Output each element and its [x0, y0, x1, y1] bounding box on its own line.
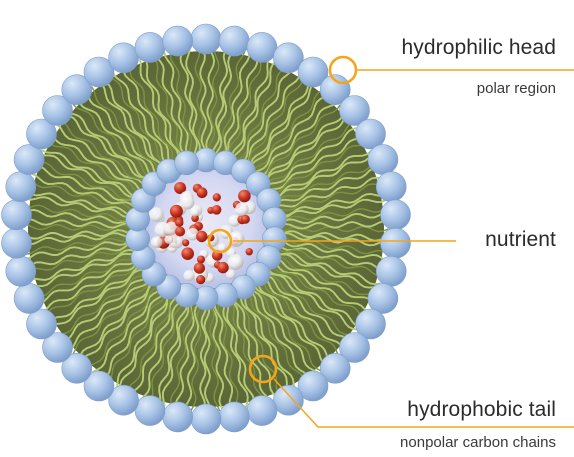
head-sphere [14, 283, 44, 313]
polar-region-label: polar region [477, 80, 556, 97]
bubble-particle [151, 237, 162, 248]
nonpolar-chains-label: nonpolar carbon chains [400, 434, 556, 451]
head-sphere [376, 256, 406, 286]
nutrient-particle [217, 262, 228, 273]
nutrient-particle [196, 275, 205, 284]
head-sphere [2, 200, 32, 230]
head-sphere [219, 26, 249, 56]
head-sphere [247, 32, 277, 62]
bubble-particle [235, 203, 249, 217]
head-sphere [6, 172, 36, 202]
head-sphere [368, 145, 398, 175]
bubble-particle [180, 195, 194, 209]
nutrient-particle [197, 187, 208, 198]
head-sphere [163, 402, 193, 432]
nutrient-particle [196, 231, 207, 242]
nutrient-particle [181, 247, 194, 260]
nutrient-particle [213, 193, 221, 201]
head-sphere [381, 228, 411, 258]
bubble-particle [184, 270, 195, 281]
nutrient-particle [175, 219, 183, 227]
head-sphere [191, 404, 221, 434]
head-sphere [175, 151, 199, 175]
head-sphere [135, 396, 165, 426]
nutrient-particle [175, 227, 185, 237]
bubble-particle [190, 207, 199, 216]
head-sphere [376, 172, 406, 202]
nutrient-particle [241, 215, 250, 224]
head-sphere [191, 24, 221, 54]
head-sphere [2, 228, 32, 258]
nutrient-particle [182, 239, 189, 246]
bubble-particle [228, 254, 244, 270]
hydrophilic-head-label: hydrophilic head [401, 36, 556, 60]
nutrient-particle [197, 256, 205, 264]
nutrient-particle [246, 248, 253, 255]
bubble-particle [164, 235, 173, 244]
hydrophobic-tail-label: hydrophobic tail [407, 398, 556, 422]
head-sphere [135, 32, 165, 62]
nutrient-label: nutrient [485, 228, 556, 252]
head-sphere [109, 43, 139, 73]
nutrient-particle [170, 205, 183, 218]
head-sphere [381, 200, 411, 230]
head-sphere [273, 385, 303, 415]
head-sphere [6, 256, 36, 286]
head-sphere [163, 26, 193, 56]
nutrient-particle [212, 205, 222, 215]
nutrient-particle [194, 263, 205, 274]
head-sphere [219, 402, 249, 432]
head-sphere [247, 396, 277, 426]
